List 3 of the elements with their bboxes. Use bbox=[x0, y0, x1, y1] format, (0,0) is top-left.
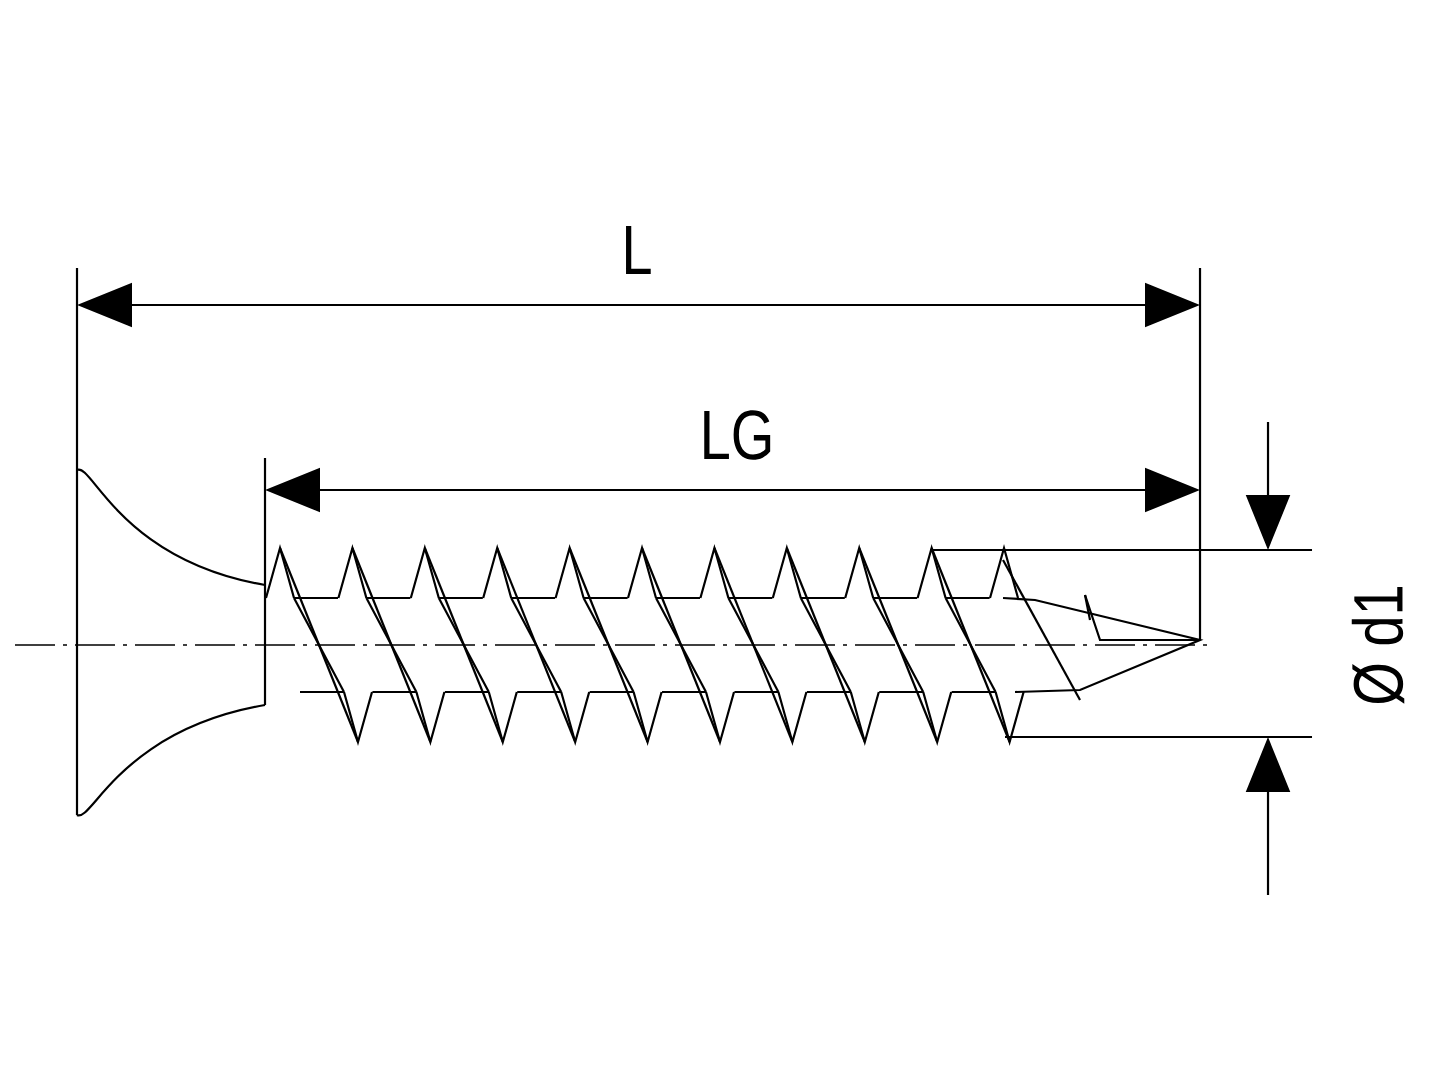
dimension-label: Ø d1 bbox=[1351, 587, 1405, 704]
dimension-label: LG bbox=[704, 410, 771, 460]
dimension-label: L bbox=[626, 225, 651, 275]
